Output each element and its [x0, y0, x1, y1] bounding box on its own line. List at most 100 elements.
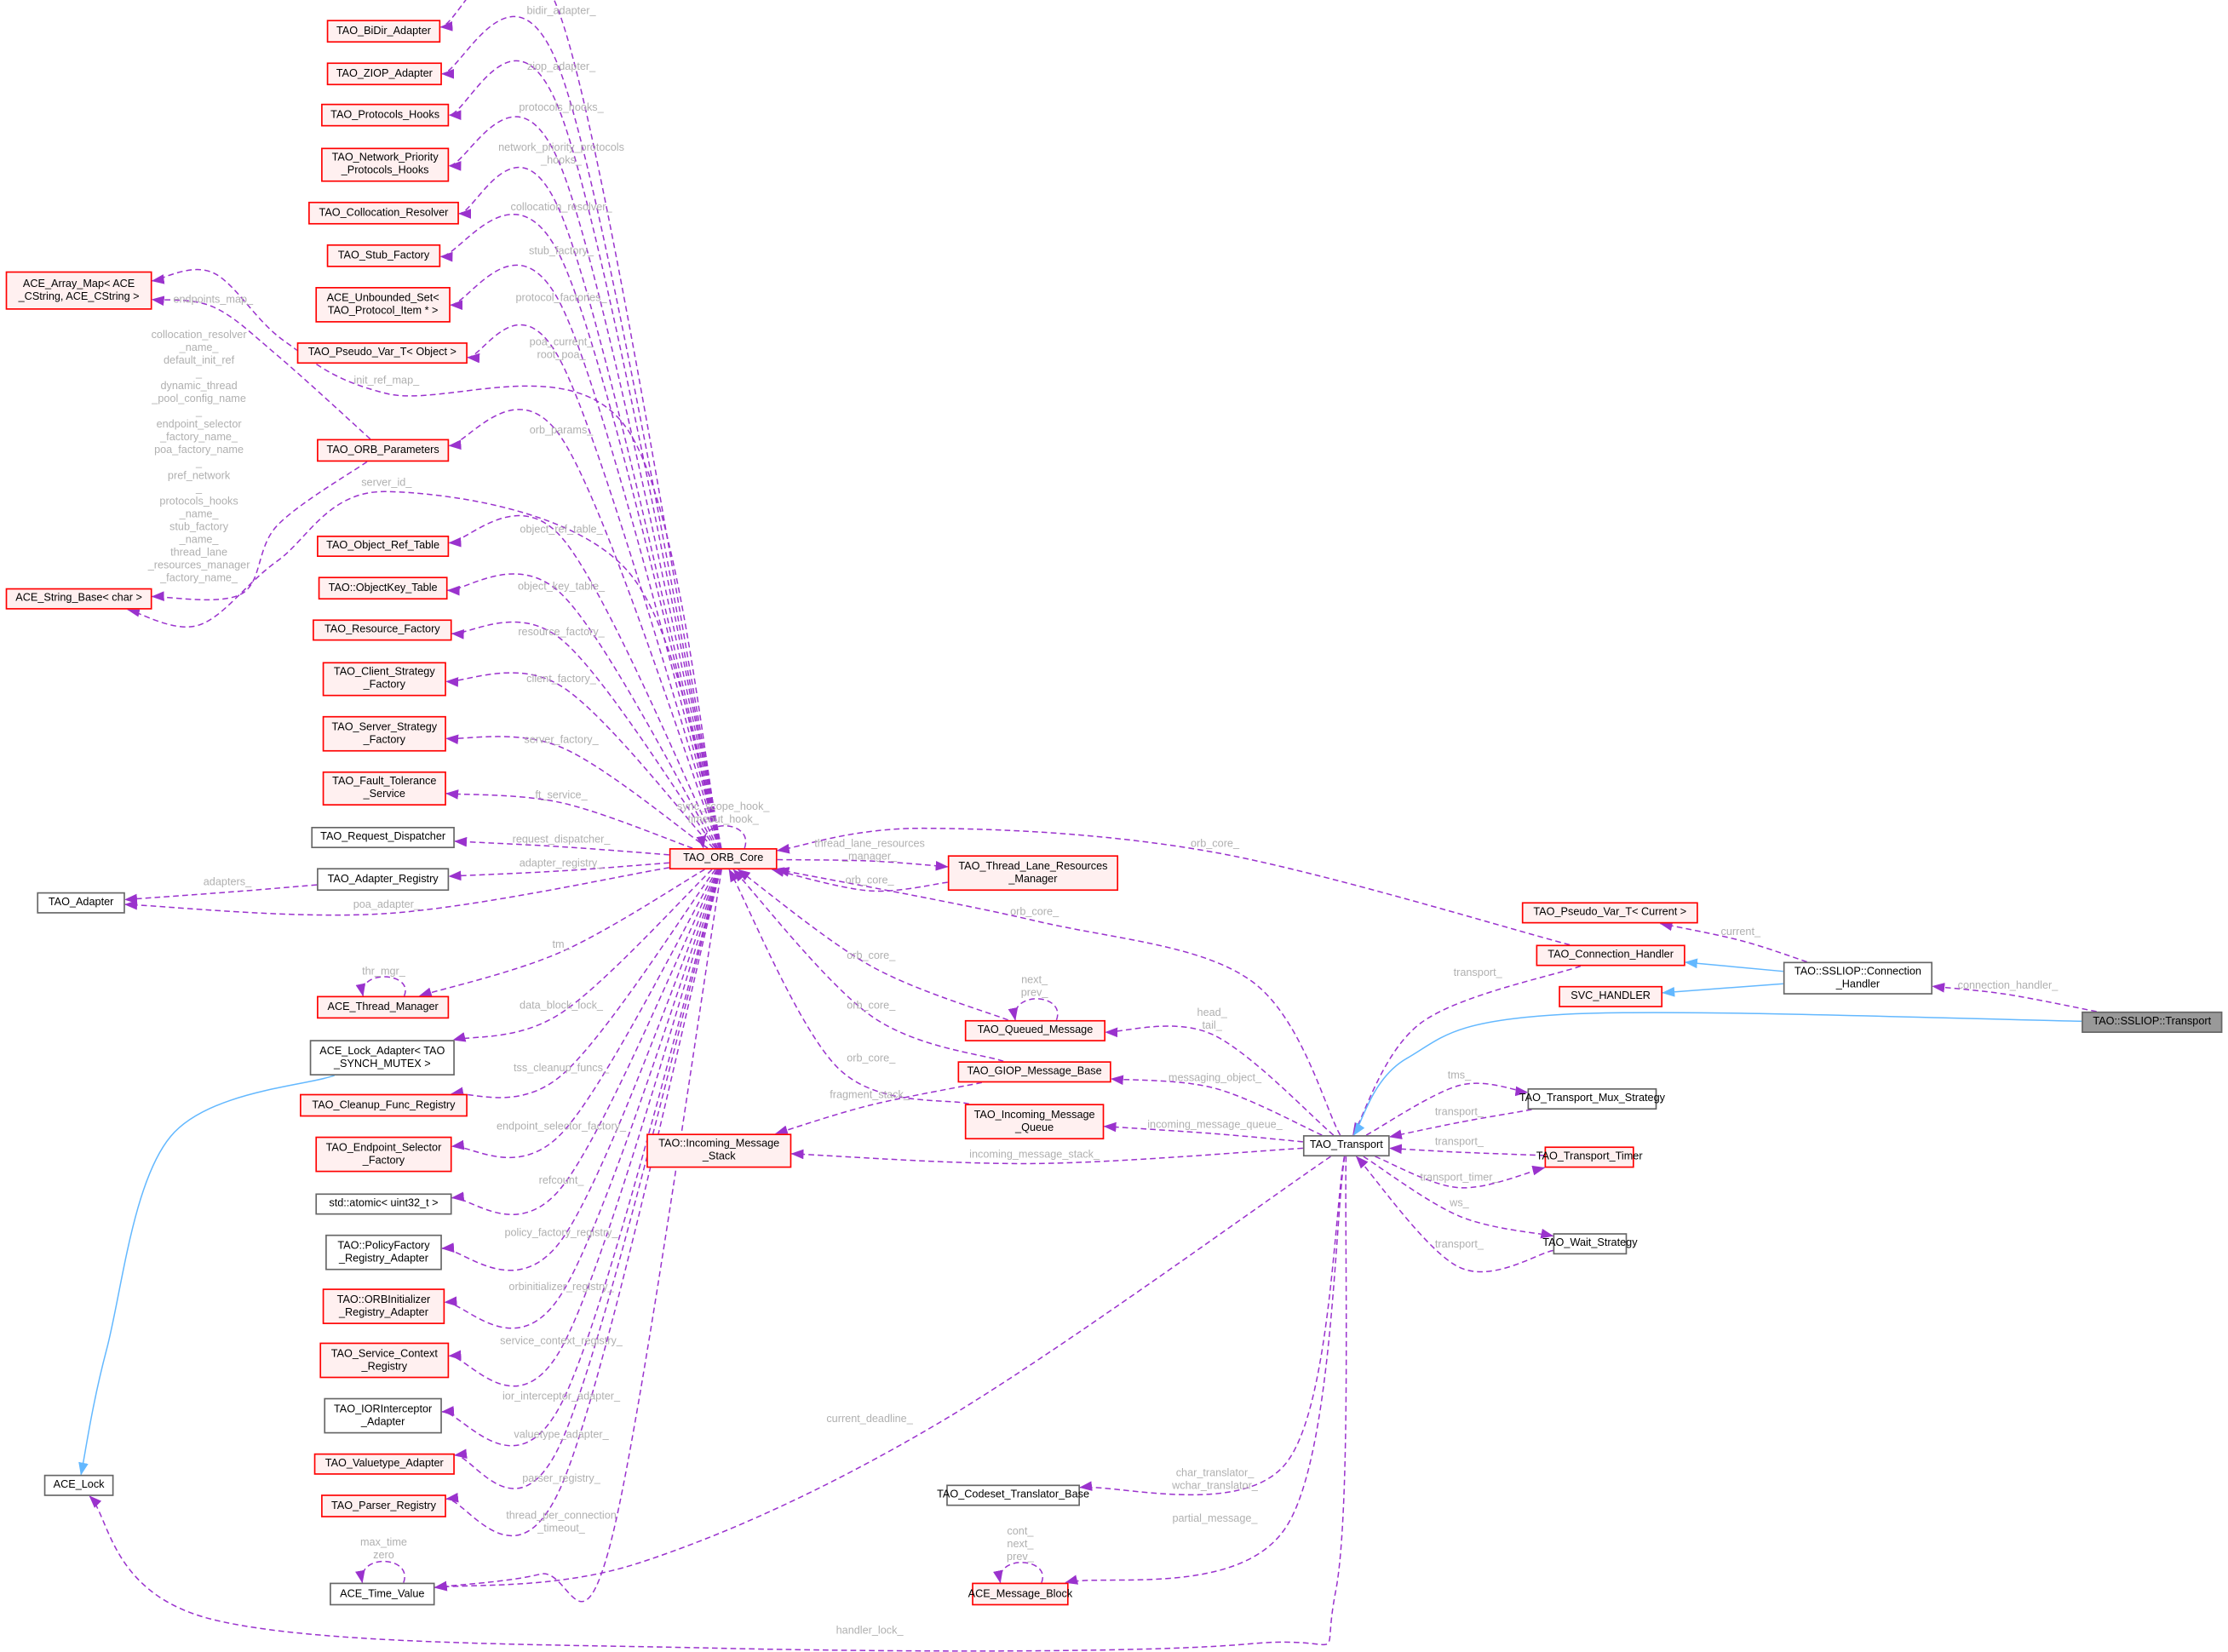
edge-path [1105, 1025, 1335, 1136]
member-edge-tlrm-to-orbcore [771, 867, 948, 892]
class-node-atomic[interactable]: std::atomic< uint32_t > [315, 1193, 452, 1215]
class-node-resfac[interactable]: TAO_Resource_Factory [313, 619, 452, 641]
class-node-svcctx[interactable]: TAO_Service_Context _Registry [319, 1342, 450, 1379]
member-edge-wait-to-transport [1355, 1156, 1553, 1273]
edge-label: ziop_adapter_ [526, 60, 596, 73]
class-node-phooks[interactable]: TAO_Protocols_Hooks [321, 103, 450, 127]
class-node-policy[interactable]: TAO::PolicyFactory _Registry_Adapter [325, 1234, 442, 1271]
class-node-adreg[interactable]: TAO_Adapter_Registry [317, 868, 450, 892]
class-node-connh[interactable]: TAO_Connection_Handler [1536, 944, 1685, 967]
class-node-strbase[interactable]: ACE_String_Base< char > [5, 588, 152, 610]
edge-label: data_block_lock_ [520, 998, 603, 1012]
class-node-label: TAO_Queued_Message [977, 1023, 1094, 1036]
class-node-label: TAO_Endpoint_Selector _Factory [325, 1140, 442, 1166]
class-node-server[interactable]: TAO_Server_Strategy _Factory [322, 715, 446, 752]
edge-label: thread_per_connection _timeout_ [506, 1508, 617, 1534]
class-node-label: TAO_Parser_Registry [330, 1498, 436, 1511]
class-node-wait[interactable]: TAO_Wait_Strategy [1542, 1233, 1638, 1255]
member-edge-adreg-to-adapter [123, 884, 318, 904]
edge-label: incoming_message_stack_ [969, 1148, 1100, 1162]
class-node-mux[interactable]: TAO_Transport_Mux_Strategy [1519, 1087, 1665, 1110]
class-node-sslch[interactable]: TAO::SSLIOP::Connection _Handler [1783, 961, 1933, 995]
edge-label: thread_lane_resources _manager_ [814, 836, 925, 863]
class-node-timer[interactable]: TAO_Transport_Timer [1536, 1146, 1643, 1168]
edge-path [78, 1075, 336, 1476]
class-node-stub[interactable]: TAO_Stub_Factory [326, 244, 441, 267]
class-node-pvcur[interactable]: TAO_Pseudo_Var_T< Current > [1521, 902, 1698, 924]
class-node-lockad[interactable]: ACE_Lock_Adapter< TAO _SYNCH_MUTEX > [309, 1040, 455, 1076]
class-node-label: TAO_Fault_Tolerance _Service [332, 774, 437, 800]
edge-path [737, 869, 1009, 1021]
member-edge-msgblock-to-msgblock [993, 1562, 1044, 1584]
edge-label: policy_factory_registry_ [504, 1225, 618, 1239]
member-edge-timer-to-transport [1388, 1144, 1545, 1156]
edge-path [1363, 1156, 1554, 1239]
class-node-giop[interactable]: TAO_GIOP_Message_Base [957, 1061, 1111, 1083]
class-node-label: TAO_ORB_Core [683, 851, 764, 864]
class-node-adapter[interactable]: TAO_Adapter [37, 892, 125, 914]
class-node-label: TAO_Wait_Strategy [1542, 1236, 1638, 1249]
class-node-colloc[interactable]: TAO_Collocation_Resolver [308, 201, 459, 225]
edge-path [448, 409, 721, 849]
edge-label: transport_ [1434, 1237, 1484, 1251]
class-node-parser[interactable]: TAO_Parser_Registry [321, 1494, 446, 1517]
class-node-uset[interactable]: ACE_Unbounded_Set< TAO_Protocol_Item * > [315, 287, 451, 323]
edge-label: valuetype_adapter_ [514, 1427, 609, 1441]
class-node-valtype[interactable]: TAO_Valuetype_Adapter [313, 1453, 455, 1475]
class-node-objref[interactable]: TAO_Object_Ref_Table [317, 535, 450, 558]
edge-path [451, 869, 716, 1098]
class-node-client[interactable]: TAO_Client_Strategy _Factory [322, 662, 446, 697]
member-edge-transport-to-giop [1110, 1075, 1323, 1136]
edge-label: endpoints_map_ [173, 292, 254, 306]
member-edge-orbcore-to-valtype [454, 869, 721, 1489]
class-node-ziop[interactable]: TAO_ZIOP_Adapter [326, 62, 442, 86]
class-node-sslt[interactable]: TAO::SSLIOP::Transport [2082, 1011, 2223, 1033]
class-node-imqueue[interactable]: TAO_Incoming_Message _Queue [964, 1104, 1105, 1140]
member-edge-orbcore-to-ior [441, 869, 721, 1447]
class-node-label: TAO_Transport [1309, 1138, 1383, 1151]
member-edge-orbcore-to-colloc [458, 166, 721, 849]
class-node-acelock[interactable]: ACE_Lock [43, 1474, 114, 1496]
class-node-msgblock[interactable]: ACE_Message_Block [968, 1582, 1072, 1606]
edge-path [451, 869, 718, 1159]
class-node-queued[interactable]: TAO_Queued_Message [964, 1019, 1106, 1041]
class-node-orbinit[interactable]: TAO::ORBInitializer _Registry_Adapter [322, 1288, 445, 1324]
edge-path [451, 621, 716, 849]
edge-path [1388, 1144, 1545, 1156]
class-node-endsel[interactable]: TAO_Endpoint_Selector _Factory [315, 1136, 452, 1173]
class-node-ior[interactable]: TAO_IORInterceptor _Adapter [324, 1397, 442, 1434]
class-node-transport[interactable]: TAO_Transport [1302, 1135, 1390, 1157]
member-edge-orbcore-to-policy [441, 869, 720, 1271]
edge-label: orb_core_ [847, 1051, 896, 1064]
class-node-arraymap[interactable]: ACE_Array_Map< ACE _CString, ACE_CString… [5, 271, 152, 310]
edge-path [1662, 983, 1783, 997]
class-node-label: ACE_Lock [53, 1477, 105, 1491]
class-node-pvobj[interactable]: TAO_Pseudo_Var_T< Object > [296, 342, 468, 364]
edge-path [451, 869, 719, 1215]
edge-label: collocation_resolver_ [510, 200, 612, 214]
inheritance-edge-sslch-to-connh [1684, 958, 1783, 972]
class-node-orbparams[interactable]: TAO_ORB_Parameters [317, 439, 450, 462]
edge-label: ior_interceptor_adapter_ [502, 1389, 621, 1402]
edge-path [776, 867, 1341, 1136]
class-node-imstack[interactable]: TAO::Incoming_Message _Stack [646, 1133, 792, 1168]
edge-path [418, 869, 705, 997]
class-node-label: TAO::PolicyFactory _Registry_Adapter [337, 1238, 430, 1265]
class-node-svch[interactable]: SVC_HANDLER [1559, 985, 1663, 1007]
class-node-timeval[interactable]: ACE_Time_Value [330, 1582, 435, 1606]
class-node-tlrm[interactable]: TAO_Thread_Lane_Resources _Manager [947, 855, 1119, 892]
member-edge-orbcore-to-arraymap [151, 268, 722, 849]
class-node-netprio[interactable]: TAO_Network_Priority _Protocols_Hooks [321, 147, 450, 182]
class-node-orbcore[interactable]: TAO_ORB_Core [669, 848, 778, 870]
class-node-codeset[interactable]: TAO_Codeset_Translator_Base [937, 1484, 1089, 1506]
class-node-cleanup[interactable]: TAO_Cleanup_Func_Registry [300, 1093, 468, 1117]
class-node-bidir[interactable]: TAO_BiDir_Adapter [326, 20, 441, 43]
class-node-objkey[interactable]: TAO::ObjectKey_Table [318, 576, 448, 600]
member-edge-orbcore-to-cleanup [451, 869, 716, 1098]
class-node-thrmgr[interactable]: ACE_Thread_Manager [317, 995, 450, 1019]
member-edge-imqueue-to-orbcore [728, 869, 970, 1105]
class-node-reqdisp[interactable]: TAO_Request_Dispatcher [311, 827, 455, 849]
class-node-label: TAO_Transport_Timer [1536, 1150, 1643, 1163]
edge-label: network_priority_protocols _hooks_ [498, 141, 624, 167]
class-node-ft[interactable]: TAO_Fault_Tolerance _Service [322, 771, 446, 806]
